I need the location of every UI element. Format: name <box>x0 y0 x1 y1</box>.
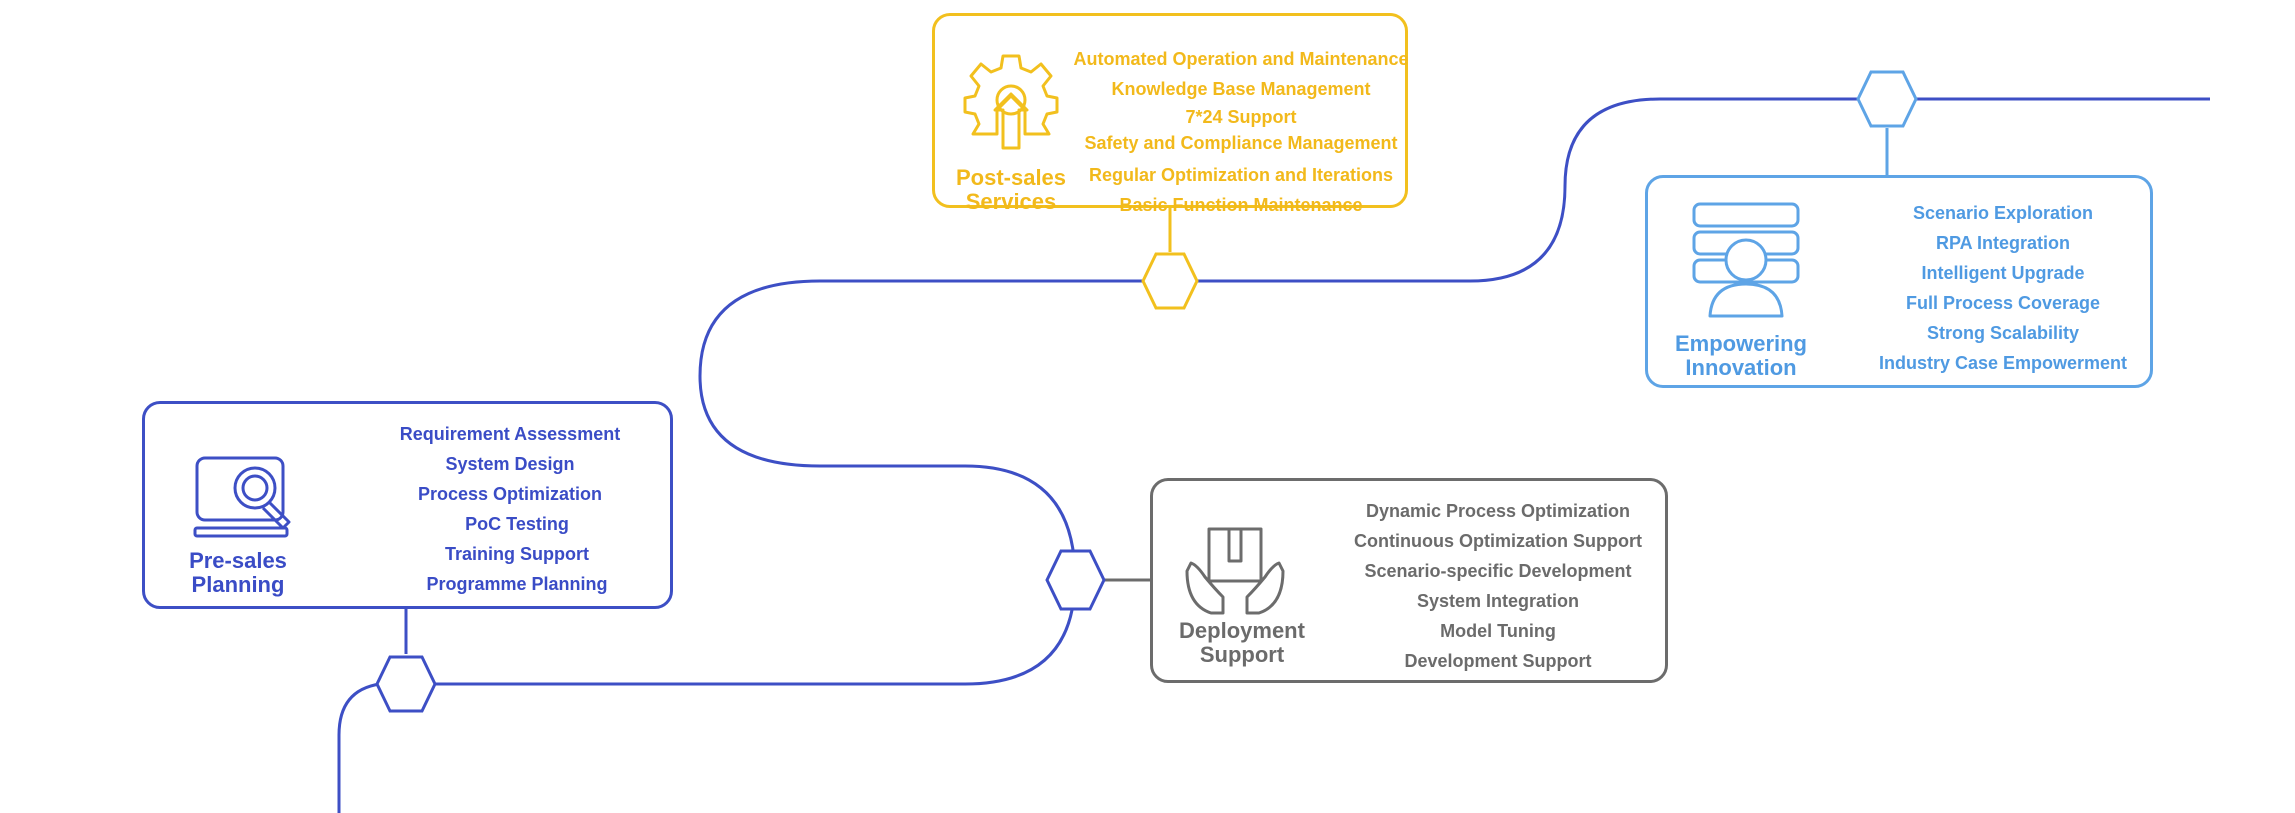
list-item: RPA Integration <box>1936 233 2070 253</box>
list-item: Knowledge Base Management <box>1111 79 1371 99</box>
list-item: Continuous Optimization Support <box>1354 531 1642 551</box>
list-item: Automated Operation and Maintenance <box>1073 49 1409 69</box>
post-sales-title-line2: Services <box>965 189 1057 214</box>
list-item: Intelligent Upgrade <box>1921 263 2085 283</box>
person-list-icon <box>1692 202 1800 318</box>
pre-sales-planning-card: Pre-sales Planning Requirement Assessmen… <box>142 401 673 609</box>
list-item: System Design <box>445 454 575 474</box>
list-item: Basic Function Maintenance <box>1119 195 1363 215</box>
empowering-title-line2: Innovation <box>1685 355 1797 380</box>
deployment-title: Deployment Support <box>1171 619 1313 667</box>
empowering-title-line1: Empowering <box>1674 331 1807 356</box>
post-sales-items: Automated Operation and Maintenance Know… <box>1069 44 1413 220</box>
pre-sales-title: Pre-sales Planning <box>163 549 313 597</box>
node-pre-sales <box>375 655 437 713</box>
deployment-support-card: Deployment Support Dynamic Process Optim… <box>1150 478 1668 683</box>
list-item: Strong Scalability <box>1926 323 2080 343</box>
node-empowering <box>1856 70 1918 128</box>
monitor-magnifier-icon <box>193 456 291 538</box>
pre-sales-items: Requirement Assessment System Design Pro… <box>357 419 663 599</box>
list-item: Process Optimization <box>417 484 603 504</box>
list-item: Development Support <box>1404 651 1592 671</box>
list-item: Full Process Coverage <box>1905 293 2101 313</box>
hands-box-icon <box>1185 527 1285 615</box>
deployment-items: Dynamic Process Optimization Continuous … <box>1333 496 1663 676</box>
node-post-sales <box>1141 252 1199 310</box>
post-sales-title-line1: Post-sales <box>955 165 1067 190</box>
empowering-innovation-card: Empowering Innovation Scenario Explorati… <box>1645 175 2153 388</box>
list-item: Industry Case Empowerment <box>1878 353 2128 373</box>
node-deployment <box>1045 549 1106 611</box>
list-item: Requirement Assessment <box>399 424 621 444</box>
pre-sales-title-line2: Planning <box>191 572 285 597</box>
empowering-title: Empowering Innovation <box>1666 332 1816 380</box>
list-item: Scenario-specific Development <box>1364 561 1632 581</box>
list-item: System Integration <box>1416 591 1580 611</box>
deployment-title-line1: Deployment <box>1179 618 1305 643</box>
post-sales-title: Post-sales Services <box>943 166 1079 214</box>
roadmap-path <box>337 97 2210 813</box>
list-item: Regular Optimization and Iterations <box>1088 165 1394 185</box>
list-item: Model Tuning <box>1440 621 1556 641</box>
gear-upload-icon <box>963 54 1059 150</box>
list-item: Programme Planning <box>426 574 608 594</box>
list-item: Scenario Exploration <box>1912 203 2094 223</box>
list-item: Safety and Compliance Management <box>1084 133 1398 153</box>
empowering-items: Scenario Exploration RPA Integration Int… <box>1858 198 2148 378</box>
list-item: Dynamic Process Optimization <box>1365 501 1631 521</box>
pre-sales-title-line1: Pre-sales <box>189 548 287 573</box>
list-item: PoC Testing <box>465 514 569 534</box>
post-sales-services-card: Post-sales Services Automated Operation … <box>932 13 1409 215</box>
list-item: 7*24 Support <box>1185 107 1297 127</box>
deployment-title-line2: Support <box>1199 642 1285 667</box>
list-item: Training Support <box>445 544 589 564</box>
